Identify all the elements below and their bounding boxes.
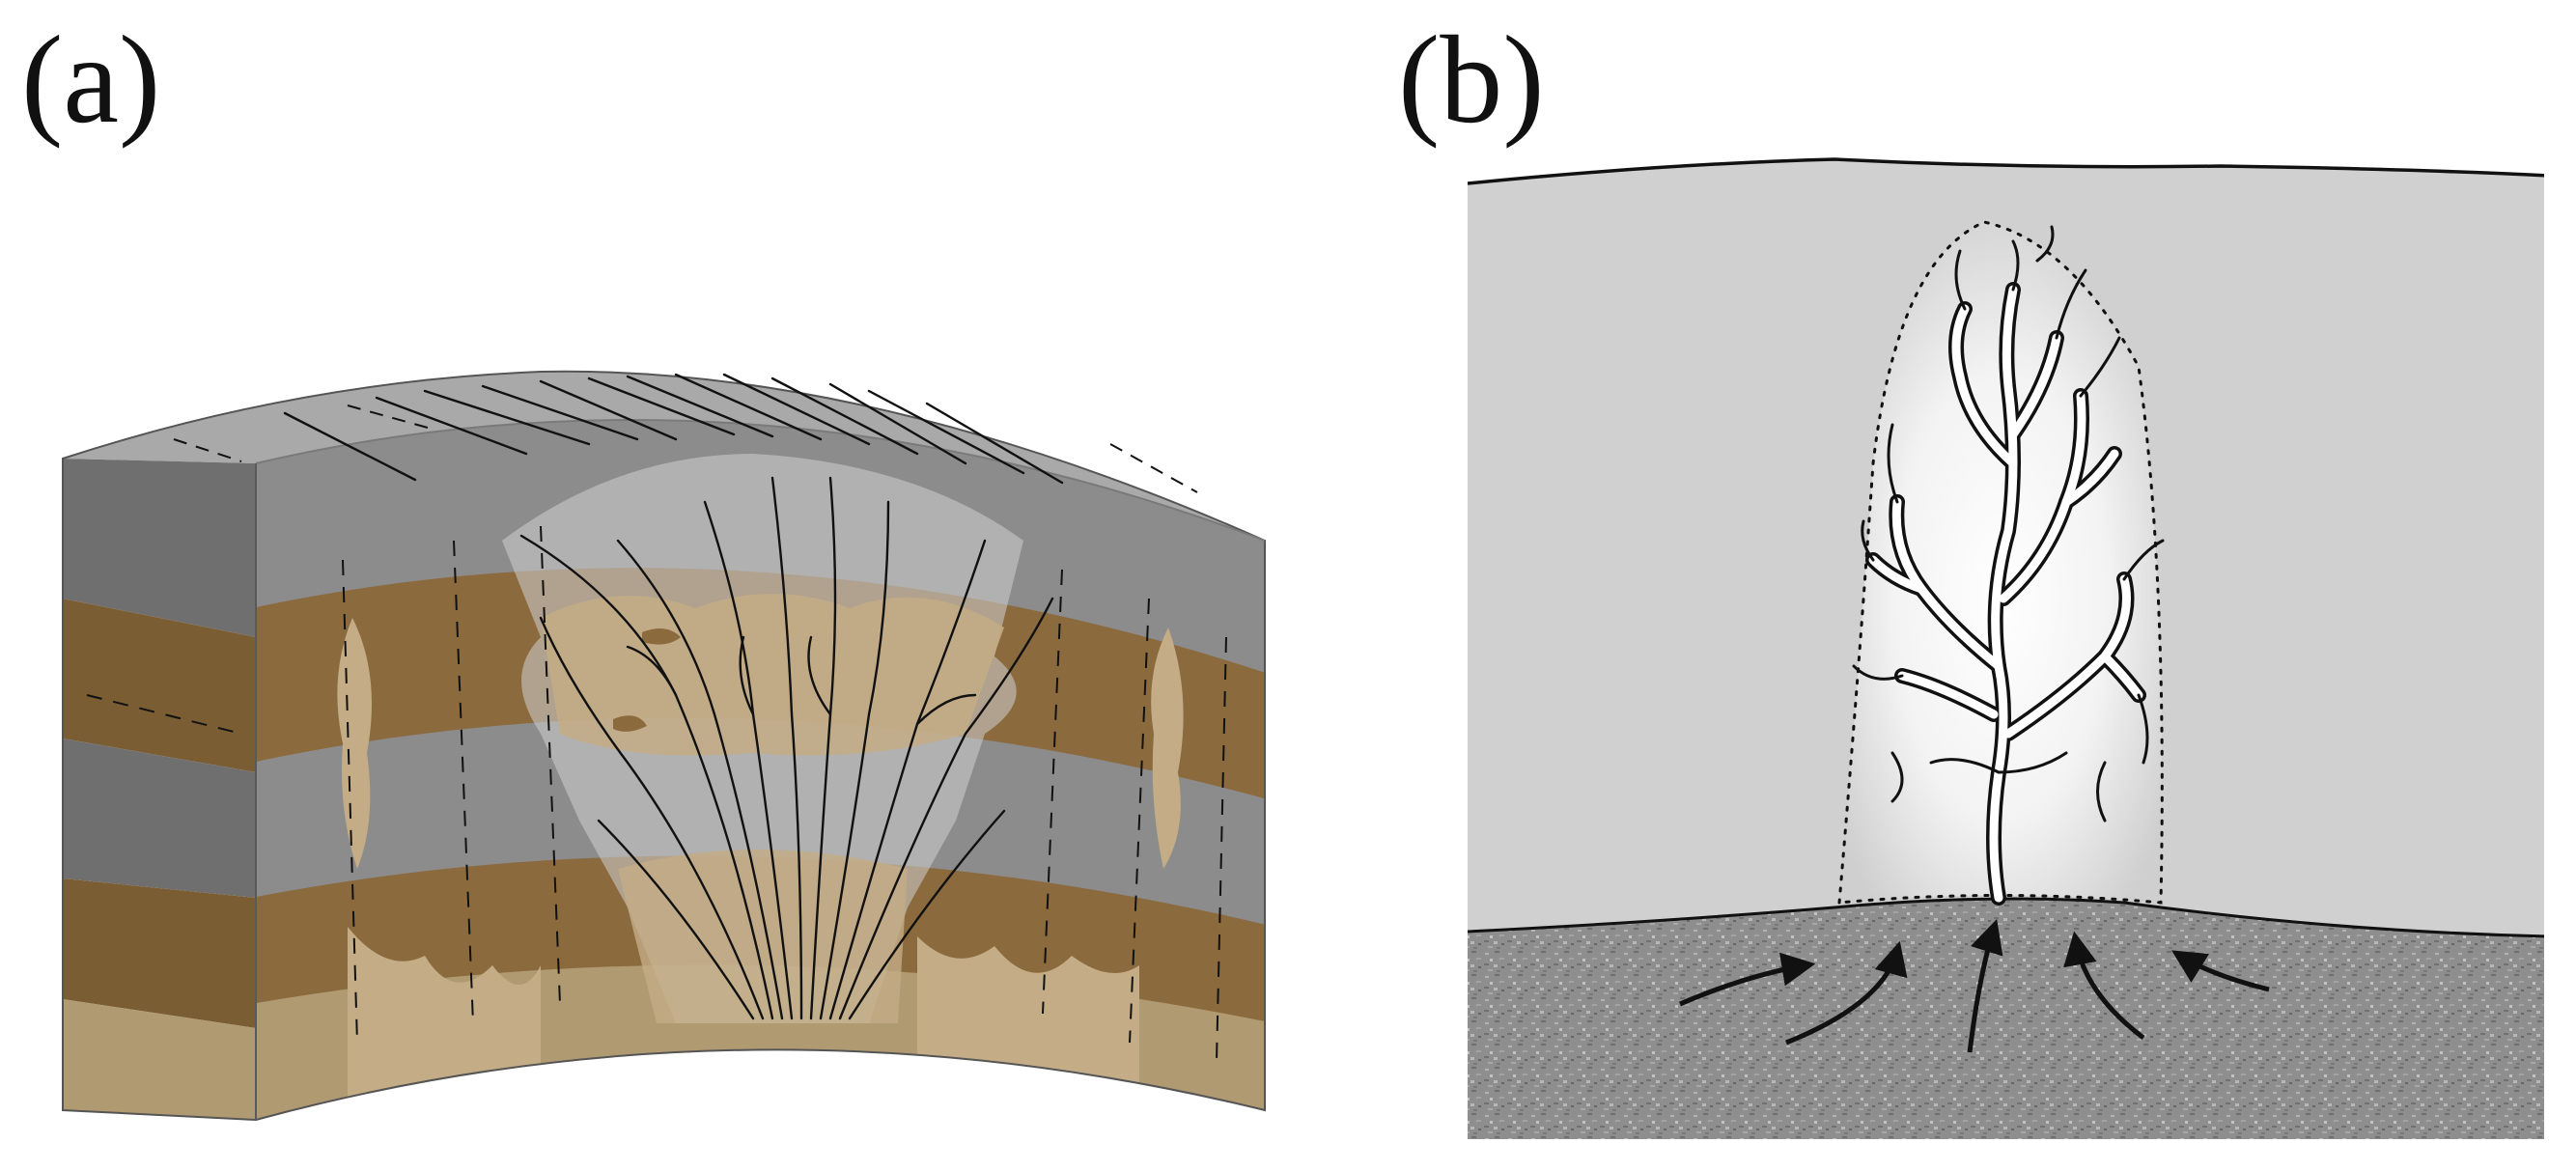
flow-arrow-4 bbox=[2063, 931, 2145, 1040]
flow-arrow-2 bbox=[1785, 940, 1908, 1046]
flow-arrow-1 bbox=[1679, 952, 1816, 1007]
panel-b-cross-section bbox=[1468, 157, 2544, 1139]
granular-source-layer bbox=[1468, 899, 2544, 1139]
dashed-joints bbox=[86, 525, 1227, 1063]
surface-fracture-lines bbox=[283, 373, 1064, 485]
block-front-face bbox=[256, 420, 1265, 1120]
fluid-flow-arrows bbox=[1679, 918, 2270, 1053]
panel-label-b: (b) bbox=[1398, 11, 1545, 150]
flow-arrow-3 bbox=[1967, 918, 2003, 1053]
flow-arrow-5 bbox=[2171, 950, 2270, 992]
panel-a-block-diagram bbox=[62, 370, 1266, 1122]
block-left-face bbox=[63, 459, 256, 1120]
block-top-surface bbox=[63, 371, 1265, 541]
panel-label-a: (a) bbox=[21, 11, 161, 150]
branching-fracture-tree bbox=[1852, 225, 2165, 906]
fracture-network bbox=[519, 476, 1054, 1020]
